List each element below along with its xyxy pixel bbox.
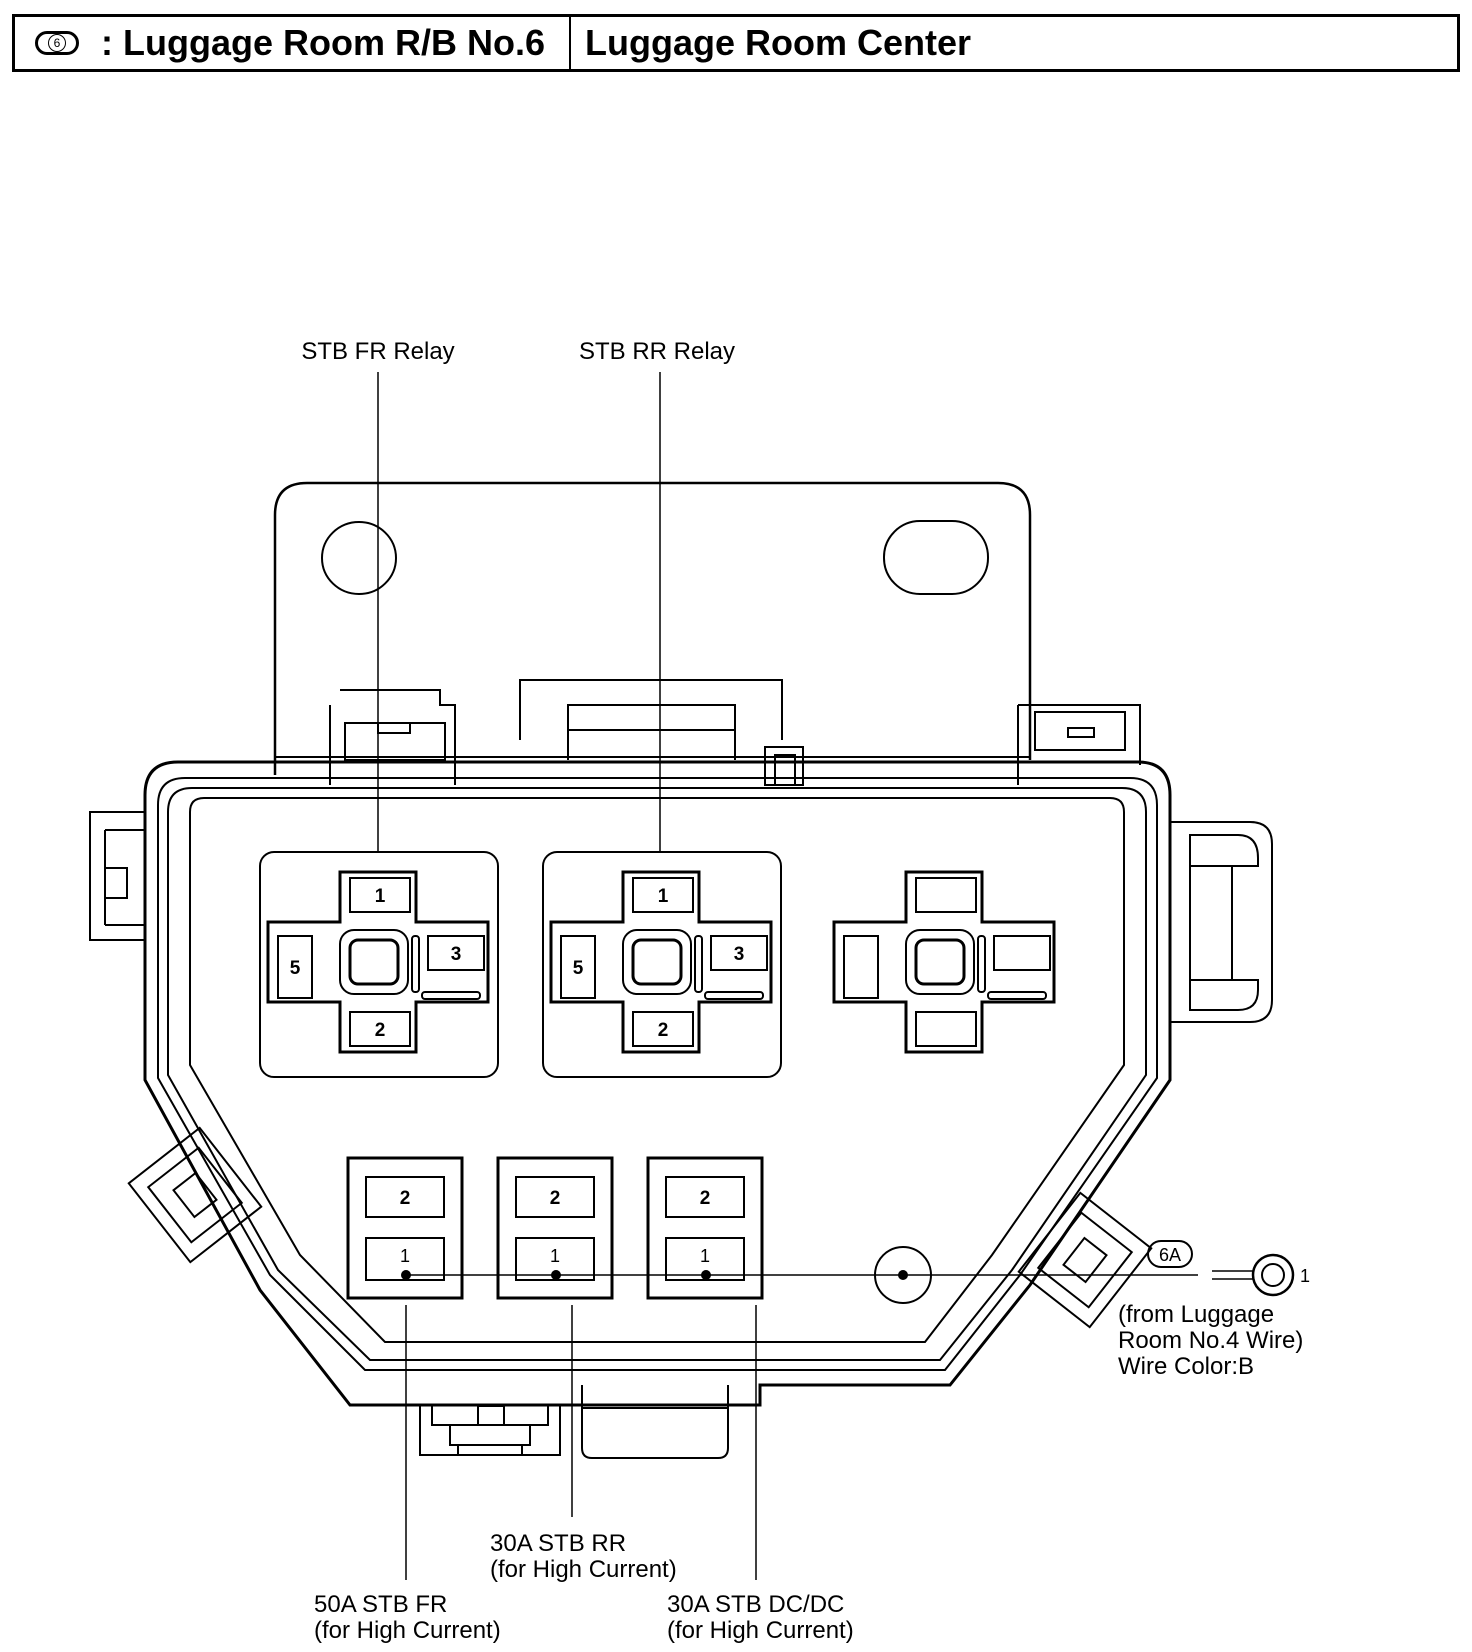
lower-right-connector: [1017, 1191, 1153, 1329]
relay-terminal-top: [915, 877, 977, 913]
relay-key-slot: [694, 935, 703, 993]
relay-center-cavity: [905, 929, 975, 995]
bottom-connector-right: [581, 1385, 729, 1459]
connector-code: 6A: [1159, 1245, 1181, 1265]
relay-center-pin: [348, 938, 400, 986]
fuse-terminal-number: 1: [400, 1246, 410, 1266]
relay-terminal-right: [993, 935, 1051, 971]
relay-terminal-number: 3: [734, 944, 745, 965]
fuse-slot-2: 21: [496, 1156, 614, 1300]
right-side-connector: [1170, 821, 1273, 1023]
label-stb-fr-relay: STB FR Relay: [301, 338, 454, 365]
fuse-terminal-top: [665, 1176, 745, 1218]
lower-left-connector: [127, 1126, 263, 1264]
relay-cross-outline: [266, 870, 490, 1054]
relay-cross-outline: [832, 870, 1056, 1054]
fuse-terminal-bottom: [365, 1237, 445, 1281]
connector-note-line2: Room No.4 Wire): [1118, 1327, 1303, 1354]
relay-key-slot: [421, 991, 481, 1000]
relay-center-pin: [631, 938, 683, 986]
relay-terminal-left: [560, 935, 596, 999]
flange-latches: [275, 679, 1141, 786]
housing-outer: [143, 760, 1172, 1407]
label-fuse-stb-rr: 30A STB RR: [490, 1530, 626, 1557]
label-fuse-stb-fr-note: (for High Current): [314, 1617, 501, 1644]
relay-terminal-number: 5: [290, 958, 301, 979]
mounting-hole-left: [321, 521, 397, 595]
connector-code-badge: [1147, 1240, 1193, 1268]
block-location: Luggage Room Center: [585, 22, 972, 63]
block-title: : Luggage Room R/B No.6: [101, 22, 545, 63]
housing-rim-outer: [157, 777, 1158, 1371]
relay-terminal-number: 2: [658, 1020, 669, 1041]
relay-terminal-right: [710, 935, 768, 971]
relay-center-pin: [914, 938, 966, 986]
label-fuse-stb-fr: 50A STB FR: [314, 1591, 447, 1618]
ring-terminal-outer: [1251, 1253, 1295, 1297]
label-fuse-stb-dcdc-note: (for High Current): [667, 1617, 854, 1644]
housing-rim-inner: [167, 787, 1147, 1361]
ring-terminal-inner: [1261, 1263, 1285, 1287]
bottom-connector-left: [419, 1405, 561, 1456]
fuse-terminal-number: 2: [700, 1188, 711, 1209]
mounting-hole-right: [883, 520, 989, 595]
header-right-cell: Luggage Room Center: [571, 22, 1457, 64]
relay-terminal-right: [427, 935, 485, 971]
fuse-terminal-top: [515, 1176, 595, 1218]
relay-terminal-number: 2: [375, 1020, 386, 1041]
header-bar: 6 : Luggage Room R/B No.6 Luggage Room C…: [12, 14, 1460, 72]
housing-inner-panel: [189, 797, 1125, 1343]
fuse-terminal-bottom: [515, 1237, 595, 1281]
block-number: 6: [48, 34, 66, 52]
relay-terminal-number: 1: [375, 886, 386, 907]
relay-terminal-top: [632, 877, 694, 913]
label-fuse-stb-dcdc: 30A STB DC/DC: [667, 1591, 844, 1618]
mounting-flange: [273, 481, 1032, 775]
relay-key-slot: [987, 991, 1047, 1000]
relay-socket-frame: [259, 851, 499, 1078]
relay-cross-outline: [549, 870, 773, 1054]
header-left-cell: 6 : Luggage Room R/B No.6: [15, 17, 571, 69]
fuse-terminal-number: 1: [550, 1246, 560, 1266]
connector-note-line1: (from Luggage: [1118, 1301, 1274, 1328]
relay-terminal-bottom: [915, 1011, 977, 1047]
fuse-terminal-bottom: [665, 1237, 745, 1281]
relay-key-slot: [411, 935, 420, 993]
relay-key-slot: [704, 991, 764, 1000]
fuse-slot-1: 21: [346, 1156, 464, 1300]
relay-center-cavity: [622, 929, 692, 995]
fuse-frame: [646, 1156, 764, 1300]
relay-socket-frame: [542, 851, 782, 1078]
fuse-frame: [346, 1156, 464, 1300]
fuse-frame: [496, 1156, 614, 1300]
relay-terminal-number: 3: [451, 944, 462, 965]
relay-socket-spare: [832, 870, 1056, 1054]
fuse-terminal-top: [365, 1176, 445, 1218]
relay-terminal-top: [349, 877, 411, 913]
fuse-slot-3: 21: [646, 1156, 764, 1300]
connector-note-line3: Wire Color:B: [1118, 1353, 1254, 1380]
relay-terminal-number: 5: [573, 958, 584, 979]
label-stb-rr-relay: STB RR Relay: [579, 338, 735, 365]
relay-terminal-bottom: [349, 1011, 411, 1047]
relay-terminal-left: [277, 935, 313, 999]
relay-key-slot: [977, 935, 986, 993]
fuse-terminal-number: 2: [400, 1188, 411, 1209]
left-side-connector: [89, 811, 145, 941]
relay-terminal-left: [843, 935, 879, 999]
fuse-terminal-number: 1: [700, 1246, 710, 1266]
relay-terminal-bottom: [632, 1011, 694, 1047]
relay-center-cavity: [339, 929, 409, 995]
block-number-badge: 6: [35, 31, 79, 55]
relay-terminal-number: 1: [658, 886, 669, 907]
fuse-terminal-number: 2: [550, 1188, 561, 1209]
ring-terminal-number: 1: [1300, 1266, 1310, 1286]
label-fuse-stb-rr-note: (for High Current): [490, 1556, 677, 1583]
